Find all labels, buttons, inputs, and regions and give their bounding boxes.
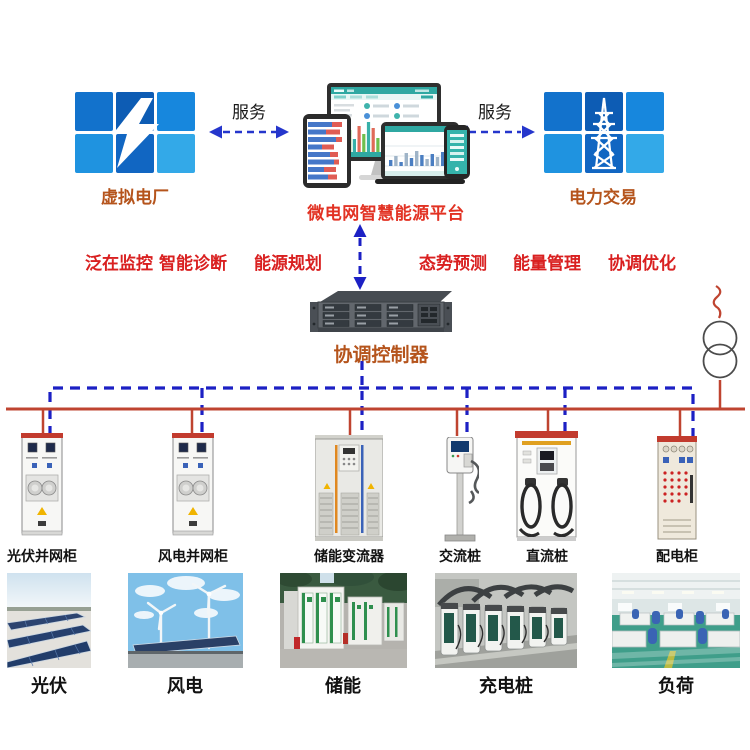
storage-photo bbox=[280, 573, 407, 668]
virtual-plant-label: 虚拟电厂 bbox=[101, 188, 169, 208]
function-label-3: 能源规划 bbox=[254, 254, 322, 274]
resource-label-storage: 储能 bbox=[325, 676, 361, 697]
equipment-label-converter: 储能变流器 bbox=[314, 549, 384, 565]
service-label-left: 服务 bbox=[232, 103, 266, 123]
power-bus-line bbox=[6, 380, 745, 436]
distribution-cabinet-graphic bbox=[657, 436, 697, 540]
comm-line bbox=[48, 386, 695, 436]
service-arrow-left bbox=[209, 125, 289, 139]
platform-controller-arrow bbox=[353, 224, 367, 290]
lightning-icon bbox=[75, 98, 195, 168]
function-label-6: 协调优化 bbox=[608, 254, 676, 274]
resource-label-charging: 充电桩 bbox=[479, 676, 533, 697]
load-photo bbox=[612, 573, 740, 668]
transformer-icon bbox=[702, 285, 738, 379]
function-label-2: 智能诊断 bbox=[159, 254, 227, 274]
power-tower-icon bbox=[544, 97, 664, 170]
equipment-label-pv-cabinet: 光伏并网柜 bbox=[7, 549, 77, 565]
pv-grid-cabinet-graphic bbox=[21, 433, 63, 536]
pv-photo bbox=[7, 573, 91, 668]
resource-label-pv: 光伏 bbox=[31, 676, 67, 697]
function-label-5: 能量管理 bbox=[513, 254, 581, 274]
ac-charger-graphic bbox=[444, 437, 479, 542]
charging-photo bbox=[435, 573, 577, 668]
power-trading-tiles bbox=[544, 92, 664, 173]
power-trading-label: 电力交易 bbox=[569, 188, 637, 208]
equipment-label-ac-charger: 交流桩 bbox=[439, 549, 481, 565]
resource-label-wind: 风电 bbox=[167, 676, 203, 697]
function-label-4: 态势预测 bbox=[419, 254, 487, 274]
function-label-1: 泛在监控 bbox=[85, 254, 153, 274]
service-label-right: 服务 bbox=[478, 103, 512, 123]
storage-converter-graphic bbox=[315, 435, 383, 541]
wind-grid-cabinet-graphic bbox=[172, 433, 214, 536]
platform-label: 微电网智慧能源平台 bbox=[307, 204, 465, 224]
equipment-label-dc-charger: 直流桩 bbox=[526, 549, 568, 565]
equipment-label-distribution: 配电柜 bbox=[656, 549, 698, 565]
platform-devices-graphic bbox=[303, 83, 470, 188]
dc-charger-graphic bbox=[515, 431, 578, 541]
resource-label-load: 负荷 bbox=[658, 676, 694, 697]
equipment-label-wind-cabinet: 风电并网柜 bbox=[158, 549, 228, 565]
controller-label: 协调控制器 bbox=[333, 344, 429, 366]
controller-server-graphic bbox=[310, 291, 452, 332]
wind-photo bbox=[128, 573, 243, 668]
